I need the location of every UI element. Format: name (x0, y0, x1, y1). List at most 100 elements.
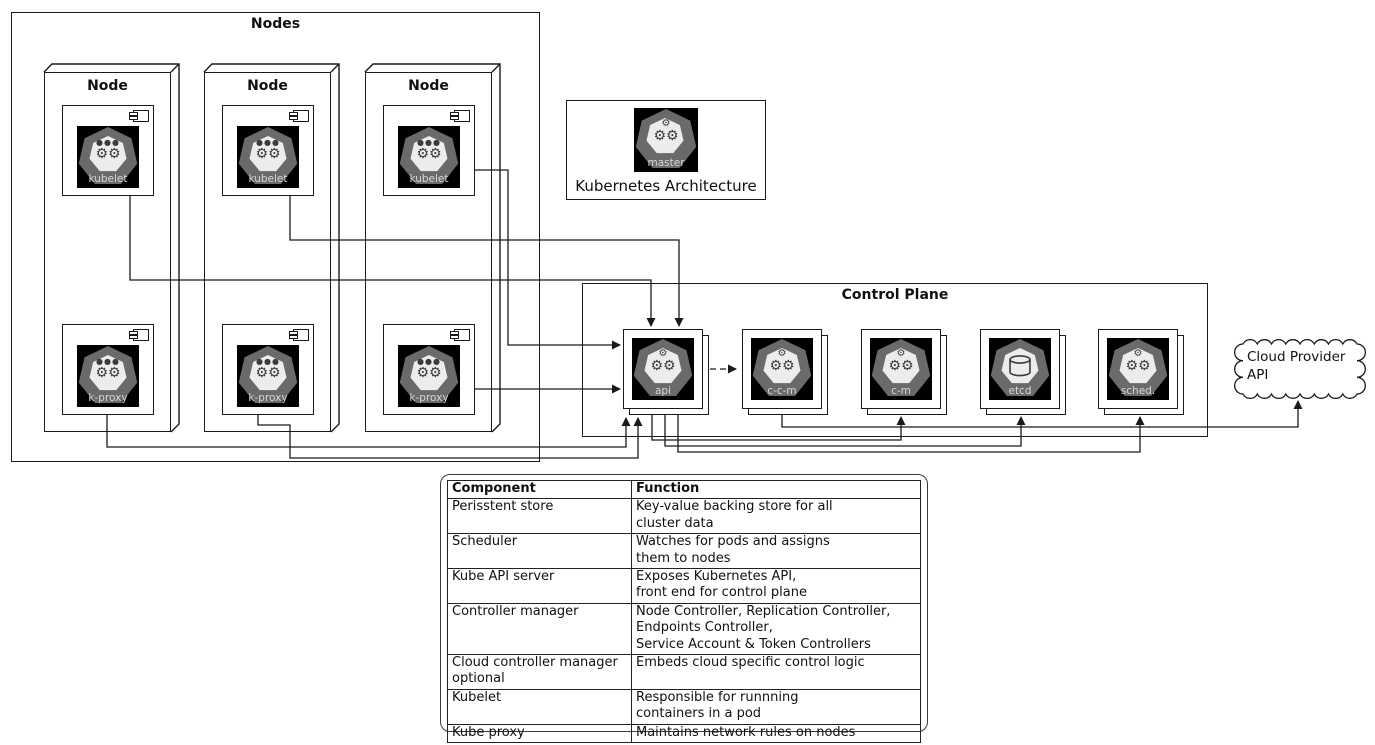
component-ccm: ⚙ ⚙⚙ c-c-m (742, 329, 822, 409)
cloud-label: Cloud Provider API (1247, 348, 1359, 384)
icon-label: sched. (1120, 385, 1156, 397)
legend-cell: Embeds cloud specific control logic (631, 654, 921, 690)
legend-cell: Watches for pods and assigns them to nod… (631, 533, 921, 570)
pods-dots-glyph: ●●● (96, 357, 120, 366)
cm-icon: ⚙ ⚙⚙ c-m (870, 338, 932, 400)
icon-label: c-c-m (767, 385, 797, 397)
uml-component-icon (129, 110, 149, 122)
edge-kubelet2-to-api (289, 196, 684, 327)
legend-cell: Responsible for runnning containers in a… (631, 688, 921, 725)
control-plane-container: Control Plane (582, 283, 1208, 437)
gears-glyph: ⚙⚙ (95, 365, 121, 381)
pods-dots-glyph: ●●● (417, 357, 441, 366)
cloud-provider-api-cloud (1234, 338, 1366, 400)
legend-cell: Key-value backing store for all cluster … (631, 498, 921, 535)
nodes-container-title: Nodes (250, 16, 301, 32)
legend-cell: Cloud controller manager optional (447, 654, 632, 690)
uml-component-icon (289, 110, 309, 122)
legend-cell: Kube API server (447, 568, 632, 604)
component-etcd: etcd (980, 329, 1060, 409)
gears-glyph: ⚙⚙ (416, 146, 442, 162)
gear-small-glyph: ⚙ (777, 348, 787, 359)
legend-cell: Controller manager (447, 602, 632, 656)
uml-component-icon (450, 329, 470, 341)
component-cm: ⚙ ⚙⚙ c-m (861, 329, 941, 409)
component-api: ⚙ ⚙⚙ api (623, 329, 703, 409)
icon-label: kubelet (88, 173, 128, 185)
control-plane-title: Control Plane (841, 287, 949, 303)
icon-label: k-proxy (88, 392, 128, 404)
kubelet-icon: ●●● ⚙⚙ kubelet (77, 126, 139, 188)
pods-dots-glyph: ●●● (417, 138, 441, 147)
legend-cell: Node Controller, Replication Controller,… (631, 602, 921, 656)
kproxy-icon: ●●● ⚙⚙ k-proxy (77, 345, 139, 407)
gears-glyph: ⚙⚙ (255, 146, 281, 162)
icon-label: k-proxy (248, 392, 288, 404)
node-title: Node (408, 78, 449, 94)
table-row: Scheduler Watches for pods and assigns t… (447, 533, 921, 570)
kproxy-icon: ●●● ⚙⚙ k-proxy (398, 345, 460, 407)
database-cylinder-icon (1006, 355, 1034, 377)
icon-label: c-m (891, 385, 911, 397)
sched-icon: ⚙ ⚙⚙ sched. (1107, 338, 1169, 400)
gear-small-glyph: ⚙ (1133, 348, 1143, 359)
component-kproxy-3: ●●● ⚙⚙ k-proxy (383, 324, 475, 415)
table-row: Controller manager Node Controller, Repl… (447, 602, 921, 656)
kubernetes-architecture-box: ⚙ ⚙⚙ master Kubernetes Architecture (566, 100, 766, 200)
edge-api-to-sched (677, 411, 1145, 453)
node-box-3: Node (365, 72, 492, 432)
table-row: Perisstent store Key-value backing store… (447, 498, 921, 535)
legend-cell: Kubelet (447, 688, 632, 725)
icon-label: master (647, 157, 685, 169)
component-kproxy-1: ●●● ⚙⚙ k-proxy (62, 324, 154, 415)
master-icon: ⚙ ⚙⚙ master (634, 108, 698, 172)
icon-label: api (654, 385, 672, 397)
legend-cell: Exposes Kubernetes API, front end for co… (631, 568, 921, 604)
table-row: Cloud controller manager optional Embeds… (447, 654, 921, 690)
gears-glyph: ⚙⚙ (416, 365, 442, 381)
legend-header-component: Component (447, 479, 632, 500)
nodes-container: Nodes (11, 12, 540, 462)
component-sched: ⚙ ⚙⚙ sched. (1098, 329, 1178, 409)
uml-component-icon (450, 110, 470, 122)
api-icon: ⚙ ⚙⚙ api (632, 338, 694, 400)
table-row: Kubelet Responsible for runnning contain… (447, 688, 921, 725)
gears-glyph: ⚙⚙ (1125, 358, 1151, 374)
kproxy-icon: ●●● ⚙⚙ k-proxy (237, 345, 299, 407)
kubelet-icon: ●●● ⚙⚙ kubelet (237, 126, 299, 188)
gear-small-glyph: ⚙ (658, 348, 668, 359)
gears-glyph: ⚙⚙ (653, 128, 679, 144)
node-box-2: Node (204, 72, 331, 432)
uml-component-icon (129, 329, 149, 341)
edge-api-to-cm (651, 411, 906, 441)
gears-glyph: ⚙⚙ (255, 365, 281, 381)
edge-kubelet1-to-api (129, 196, 656, 327)
pods-dots-glyph: ●●● (256, 138, 280, 147)
node-title: Node (247, 78, 288, 94)
cloud-label-line1: Cloud Provider (1247, 349, 1346, 365)
gears-glyph: ⚙⚙ (769, 358, 795, 374)
etcd-icon: etcd (989, 338, 1051, 400)
icon-label: k-proxy (409, 392, 449, 404)
legend-header-function: Function (631, 479, 921, 500)
component-kubelet-3: ●●● ⚙⚙ kubelet (383, 105, 475, 196)
gears-glyph: ⚙⚙ (95, 146, 121, 162)
component-kproxy-2: ●●● ⚙⚙ k-proxy (222, 324, 314, 415)
gear-small-glyph: ⚙ (896, 348, 906, 359)
legend-table-panel: Component Function Perisstent store Key-… (440, 474, 928, 744)
node-3d-bevels (43, 63, 501, 433)
gears-glyph: ⚙⚙ (888, 358, 914, 374)
cloud-label-line2: API (1247, 367, 1269, 383)
table-row: Kube proxy Maintains network rules on no… (447, 723, 921, 744)
edge-kproxy2-to-api (257, 415, 643, 459)
uml-component-icon (289, 329, 309, 341)
legend-table: Component Function Perisstent store Key-… (447, 479, 921, 744)
legend-cell: Maintains network rules on nodes (631, 723, 921, 744)
legend-cell: Kube proxy (447, 723, 632, 744)
diagram-title: Kubernetes Architecture (575, 177, 757, 195)
edge-api-to-etcd (664, 411, 1026, 447)
table-row: Kube API server Exposes Kubernetes API, … (447, 568, 921, 604)
edge-ccm-to-cloud (781, 400, 1303, 428)
